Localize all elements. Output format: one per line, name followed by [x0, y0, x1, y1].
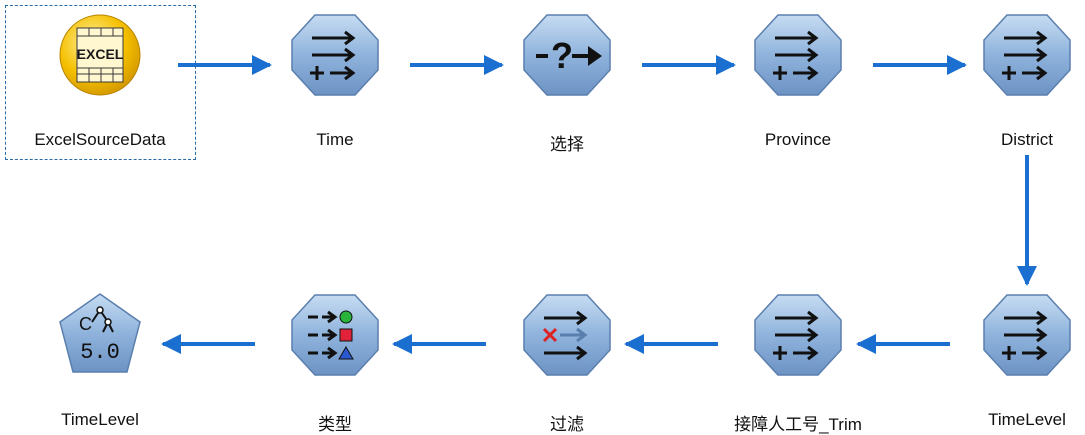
node-filter[interactable]: 过滤: [517, 290, 617, 434]
node-timelevel-model[interactable]: C 5.0 TimeLevel: [50, 290, 150, 429]
node-trim[interactable]: 接障人工号_Trim: [734, 290, 862, 434]
node-excel-source[interactable]: EXCEL ExcelSourceData: [34, 10, 166, 149]
selection-marquee: [5, 5, 196, 160]
node-type[interactable]: 类型: [285, 290, 385, 434]
derive-icon: [983, 294, 1071, 376]
node-label: Time: [316, 130, 354, 149]
node-label: 接障人工号_Trim: [734, 415, 862, 434]
node-label: 类型: [318, 415, 352, 434]
c50-model-icon: C 5.0: [59, 293, 141, 373]
node-label: District: [1001, 130, 1053, 149]
excel-icon-text: EXCEL: [77, 46, 124, 62]
derive-icon: [291, 14, 379, 96]
model-letter: C: [79, 314, 92, 334]
derive-icon: [754, 294, 842, 376]
node-timelevel-derive[interactable]: TimeLevel: [977, 290, 1077, 429]
derive-icon: [754, 14, 842, 96]
node-label: Province: [764, 130, 832, 149]
node-label: ExcelSourceData: [34, 130, 166, 149]
filter-icon: [523, 294, 611, 376]
model-version-text: 5.0: [80, 340, 120, 365]
node-province[interactable]: Province: [748, 10, 848, 149]
node-time[interactable]: Time: [285, 10, 385, 149]
derive-icon: [983, 14, 1071, 96]
select-icon: ?: [523, 14, 611, 96]
node-label: TimeLevel: [988, 410, 1066, 429]
node-label: TimeLevel: [61, 410, 139, 429]
node-label: 选择: [550, 135, 584, 154]
node-select[interactable]: ? 选择: [517, 10, 617, 154]
node-label: 过滤: [550, 415, 584, 434]
node-district[interactable]: District: [977, 10, 1077, 149]
svg-text:?: ?: [551, 35, 573, 76]
type-icon: [291, 294, 379, 376]
excel-source-icon: EXCEL: [59, 14, 141, 96]
